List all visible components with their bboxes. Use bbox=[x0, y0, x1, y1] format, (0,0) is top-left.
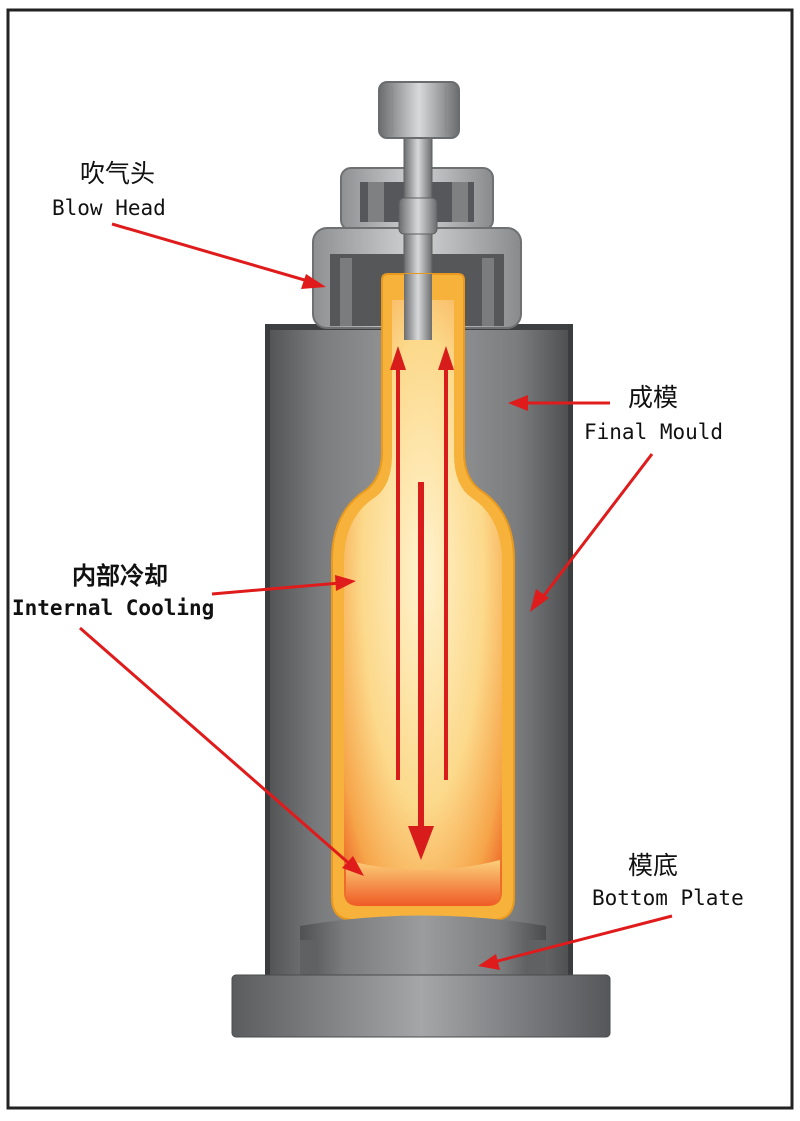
bottom-plate bbox=[231, 915, 611, 1038]
internal-cooling-label-cn: 内部冷却 bbox=[72, 562, 168, 590]
final-mould-label-en: Final Mould bbox=[584, 420, 724, 444]
bottom-plate-label-en: Bottom Plate bbox=[592, 886, 744, 910]
internal-cooling-label-en: Internal Cooling bbox=[12, 596, 215, 620]
blow-head-label-cn: 吹气头 bbox=[80, 159, 156, 188]
blow-head-label-en: Blow Head bbox=[52, 196, 166, 220]
bottom-plate-label-cn: 模底 bbox=[628, 851, 679, 880]
page-frame bbox=[6, 8, 794, 1110]
label-pointers bbox=[79, 222, 673, 970]
final-mould-label-cn: 成模 bbox=[628, 383, 679, 412]
cooling-flow-arrows bbox=[390, 346, 454, 860]
